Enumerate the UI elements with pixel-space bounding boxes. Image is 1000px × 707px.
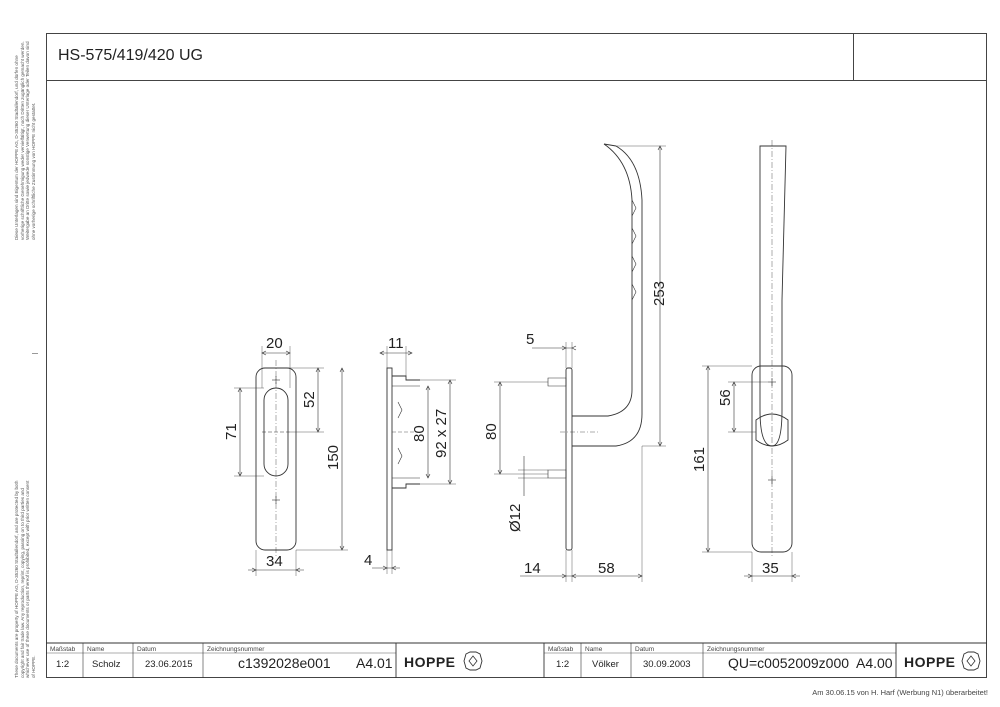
value-format: A4.00: [856, 655, 893, 671]
dim-rose-slot-height: 71: [223, 423, 240, 440]
label-date: Datum: [635, 646, 654, 653]
dim-rose-width: 34: [266, 553, 283, 570]
dim-side-depth: 11: [388, 335, 404, 352]
title-row: [46, 33, 987, 81]
value-format: A4.01: [356, 655, 393, 671]
label-date: Datum: [137, 646, 156, 653]
label-scale: Maßstab: [50, 646, 76, 653]
dim-handle-diameter: Ø12: [507, 504, 524, 532]
title-block-2: Maßstab Name Datum Zeichnungsnummer 1:2 …: [548, 646, 956, 671]
dim-front-hole: 56: [717, 389, 734, 406]
value-date: 23.06.2015: [145, 659, 193, 670]
rose-side-view: [372, 346, 456, 574]
dim-side-screw: 92 x 27: [433, 409, 450, 458]
rose-front-view: [234, 346, 348, 576]
value-drawing-no: c1392028e001: [238, 655, 331, 671]
dim-handle-length: 253: [651, 281, 668, 306]
dim-rose-width-top: 20: [266, 335, 283, 352]
label-name: Name: [585, 646, 603, 653]
dimension-labels: 20 71 52 150 34 11 80 92 x 27 4 5 80 Ø12…: [223, 281, 779, 577]
dim-handle-projection: 58: [598, 560, 615, 577]
value-date: 30.09.2003: [643, 659, 691, 670]
label-name: Name: [87, 646, 105, 653]
dim-front-height: 161: [691, 447, 708, 472]
dim-handle-spacing: 80: [483, 423, 500, 440]
dim-front-width: 35: [762, 560, 779, 577]
value-scale: 1:2: [556, 659, 569, 670]
hoppe-logo-text: HOPPE: [404, 654, 456, 670]
handle-front-view: [702, 140, 800, 582]
title-block-grid: [46, 642, 987, 678]
value-scale: 1:2: [56, 659, 69, 670]
hoppe-logo-text: HOPPE: [904, 654, 956, 670]
dim-side-thickness: 4: [364, 552, 372, 569]
drawing-title: HS-575/419/420 UG: [58, 47, 203, 64]
dim-rose-height: 150: [325, 445, 342, 470]
label-drawing-no: Zeichnungsnummer: [207, 646, 265, 653]
title-block-1: Maßstab Name Datum Zeichnungsnummer 1:2 …: [50, 646, 456, 671]
label-scale: Maßstab: [548, 646, 574, 653]
dim-rose-hole-spacing: 52: [301, 391, 318, 408]
fold-mark: [32, 353, 38, 354]
value-name: Völker: [592, 659, 619, 670]
dim-handle-gap: 5: [526, 331, 534, 348]
value-name: Scholz: [92, 659, 121, 670]
dim-handle-base: 14: [524, 560, 541, 577]
value-drawing-no: QU=c0052009z000: [728, 655, 849, 671]
dim-side-spacing: 80: [411, 425, 428, 442]
footer-note: Am 30.06.15 von H. Harf (Werbung N1) übe…: [812, 688, 988, 697]
handle-side-view: [494, 143, 666, 582]
title-separator: [853, 33, 854, 81]
drawing-frame: [46, 33, 987, 678]
label-drawing-no: Zeichnungsnummer: [707, 646, 765, 653]
